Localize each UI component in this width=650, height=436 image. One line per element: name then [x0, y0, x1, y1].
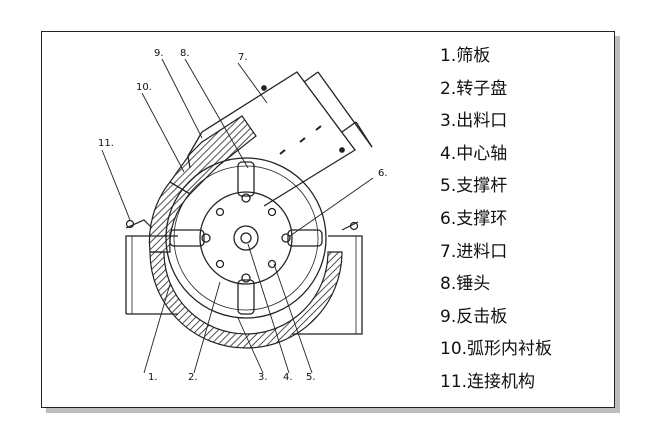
callout-8: 8. [180, 48, 190, 59]
legend-item: 4.中心轴 [440, 138, 552, 171]
feed-inlet [187, 71, 373, 207]
legend-label: 连接机构 [467, 371, 536, 392]
legend-number: 10. [440, 339, 468, 360]
legend-number: 9. [440, 306, 457, 327]
callout-4: 4. [283, 372, 293, 383]
legend-item: 8.锤头 [440, 268, 552, 301]
callout-11: 11. [98, 138, 114, 149]
legend-number: 11. [440, 371, 468, 392]
legend-item: 9.反击板 [440, 301, 552, 334]
callout-2: 2. [188, 372, 198, 383]
legend-number: 3. [440, 111, 457, 132]
legend-item: 11.连接机构 [440, 366, 552, 399]
legend-number: 1. [440, 46, 457, 66]
screen-plate [149, 251, 343, 349]
legend-number: 4. [440, 143, 457, 164]
callout-1: 1. [148, 372, 158, 383]
connection-lugs [125, 219, 359, 231]
legend-number: 6. [440, 208, 457, 229]
legend-label: 支撑环 [456, 208, 508, 229]
legend-label: 支撑杆 [456, 176, 508, 197]
legend-number: 5. [440, 176, 457, 197]
hammer-crusher-drawing: 1. 2. 3. 4. 5. 6. 7. 8. 9. 10. 11. [98, 48, 388, 383]
legend-item: 1.筛板 [440, 40, 552, 73]
legend-label: 反击板 [456, 306, 508, 327]
leader-lines [101, 58, 374, 374]
parts-legend: 1.筛板 2.转子盘 3.出料口 4.中心轴 5.支撑杆 6.支撑环 7.进料口… [440, 40, 552, 399]
legend-item: 2.转子盘 [440, 73, 552, 106]
legend-number: 2. [440, 78, 457, 99]
rotor-assembly [165, 157, 327, 319]
diagram-frame: 1. 2. 3. 4. 5. 6. 7. 8. 9. 10. 11. 1.筛板 … [41, 31, 615, 408]
legend-number: 7. [440, 241, 457, 262]
legend-item: 7.进料口 [440, 236, 552, 269]
legend-label: 锤头 [456, 274, 491, 295]
callout-10: 10. [136, 82, 152, 93]
impact-plate [169, 115, 257, 195]
callout-6: 6. [378, 168, 388, 179]
legend-label: 进料口 [456, 241, 508, 262]
legend-item: 10.弧形内衬板 [440, 333, 552, 366]
legend-label: 筛板 [456, 46, 491, 66]
legend-item: 6.支撑环 [440, 203, 552, 236]
callouts: 1. 2. 3. 4. 5. 6. 7. 8. 9. 10. 11. [98, 48, 388, 383]
legend-item: 5.支撑杆 [440, 170, 552, 203]
callout-7: 7. [238, 52, 248, 63]
callout-9: 9. [154, 48, 164, 59]
legend-label: 弧形内衬板 [467, 339, 553, 360]
callout-5: 5. [306, 372, 316, 383]
legend-item: 3.出料口 [440, 105, 552, 138]
callout-3: 3. [258, 372, 268, 383]
legend-number: 8. [440, 274, 457, 295]
legend-label: 转子盘 [456, 78, 508, 99]
legend-label: 出料口 [456, 111, 508, 132]
legend-label: 中心轴 [456, 143, 508, 164]
